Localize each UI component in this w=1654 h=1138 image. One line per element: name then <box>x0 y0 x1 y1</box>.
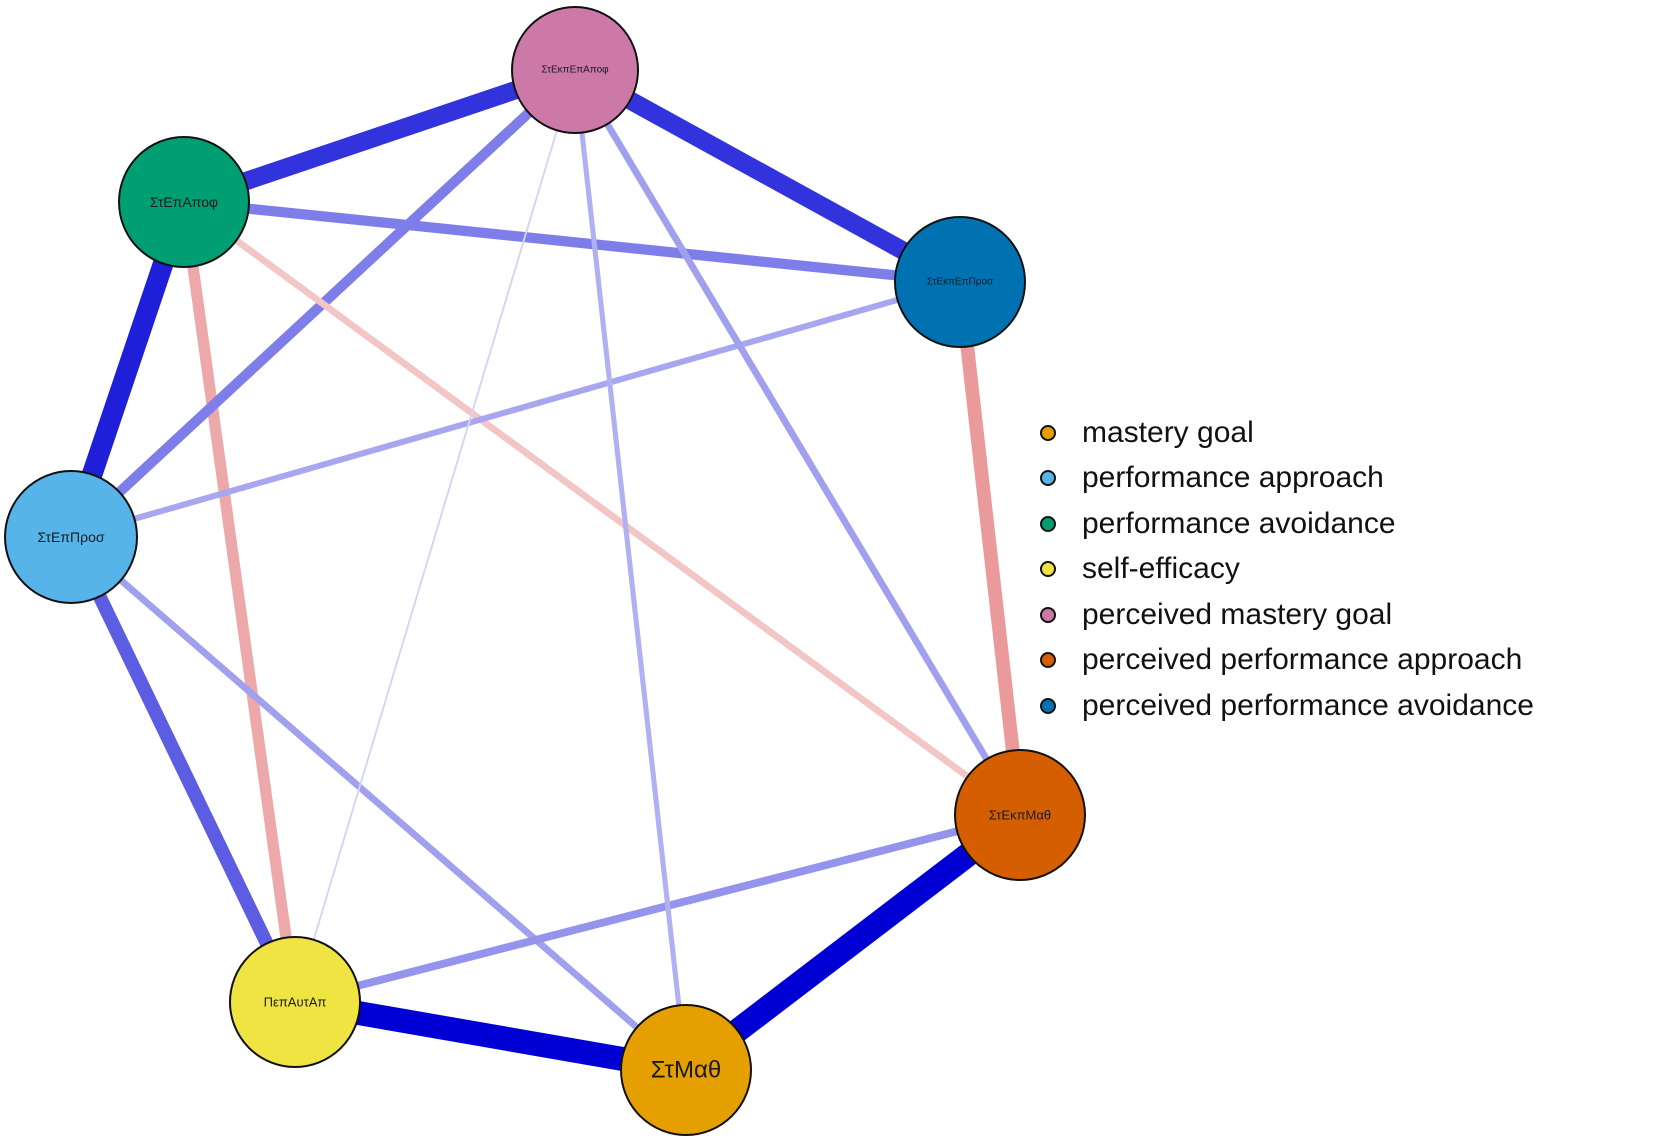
legend-item-perceived-performance-avoidance: perceived performance avoidance <box>1040 683 1534 729</box>
legend-item-mastery-goal: mastery goal <box>1040 410 1534 456</box>
edge-StEkpEpApof-PepAutAp <box>294 69 576 1003</box>
node-circle <box>511 6 639 134</box>
node-StEkpMath: ΣτΕκπΜαθ <box>954 749 1086 881</box>
node-StEpApof: ΣτΕπΑποφ <box>118 136 250 268</box>
legend-label: perceived performance approach <box>1082 643 1523 677</box>
node-circle <box>118 136 250 268</box>
legend-label: perceived performance avoidance <box>1082 688 1534 722</box>
edges-layer <box>61 61 1028 1082</box>
legend-label: performance avoidance <box>1082 506 1396 540</box>
node-label: ΠεπΑυτΑπ <box>264 995 327 1010</box>
legend-dot-icon <box>1040 470 1056 487</box>
edge-StEkpEpApof-StEkpEpPros <box>570 61 965 291</box>
node-PepAutAp: ΠεπΑυτΑπ <box>229 936 361 1068</box>
edge-StEpApof-StEkpEpPros <box>183 196 961 288</box>
legend-dot-icon <box>1040 606 1056 623</box>
legend-dot-icon <box>1040 561 1056 578</box>
edge-PepAutAp-StMath <box>292 990 689 1082</box>
node-label: ΣτΕπΑποφ <box>150 194 218 210</box>
node-label: ΣτΕκπΜαθ <box>989 808 1051 823</box>
legend-label: self-efficacy <box>1082 552 1240 586</box>
edge-StEkpEpApof-StEkpMath <box>572 68 1023 817</box>
edge-StEpApof-PepAutAp <box>178 201 301 1003</box>
legend-item-performance-approach: performance approach <box>1040 456 1534 502</box>
node-label: ΣτΜαθ <box>651 1057 721 1084</box>
edge-StEpApof-StEkpMath <box>181 199 1023 818</box>
edge-StEpPros-StEkpEpPros <box>70 279 961 540</box>
edge-StEkpEpPros-StEkpMath <box>953 281 1027 816</box>
node-StEkpEpApof: ΣτΕκπΕπΑποφ <box>511 6 639 134</box>
node-label: ΣτΕκπΕπΠροσ <box>927 277 994 288</box>
legend-dot-icon <box>1040 515 1056 532</box>
legend-item-perceived-performance-approach: perceived performance approach <box>1040 638 1534 684</box>
legend-item-self-efficacy: self-efficacy <box>1040 547 1534 593</box>
legend-label: mastery goal <box>1082 415 1254 449</box>
node-StEpPros: ΣτΕπΠροσ <box>4 470 138 604</box>
edge-StEpPros-PepAutAp <box>64 534 302 1005</box>
edge-StEpApof-StEkpEpApof <box>181 61 578 211</box>
edge-StMath-StEkpMath <box>678 805 1028 1080</box>
legend-dot-icon <box>1040 697 1056 714</box>
node-label: ΣτΕπΠροσ <box>37 529 104 545</box>
edge-StEpPros-StMath <box>68 534 689 1073</box>
node-circle <box>620 1004 752 1136</box>
node-circle <box>229 936 361 1068</box>
legend-item-perceived-mastery-goal: perceived mastery goal <box>1040 592 1534 638</box>
legend-label: perceived mastery goal <box>1082 597 1393 631</box>
node-circle <box>894 216 1026 348</box>
legend-dot-icon <box>1040 424 1056 441</box>
legend-dot-icon <box>1040 652 1056 669</box>
node-StEkpEpPros: ΣτΕκπΕπΠροσ <box>894 216 1026 348</box>
node-circle <box>4 470 138 604</box>
legend-label: performance approach <box>1082 461 1384 495</box>
node-label: ΣτΕκπΕπΑποφ <box>541 65 609 76</box>
edge-PepAutAp-StEkpMath <box>294 811 1021 1006</box>
edge-StEkpEpApof-StMath <box>572 69 689 1071</box>
legend: mastery goal performance approach perfor… <box>1040 410 1534 729</box>
node-circle <box>954 749 1086 881</box>
node-StMath: ΣτΜαθ <box>620 1004 752 1136</box>
legend-item-performance-avoidance: performance avoidance <box>1040 501 1534 547</box>
